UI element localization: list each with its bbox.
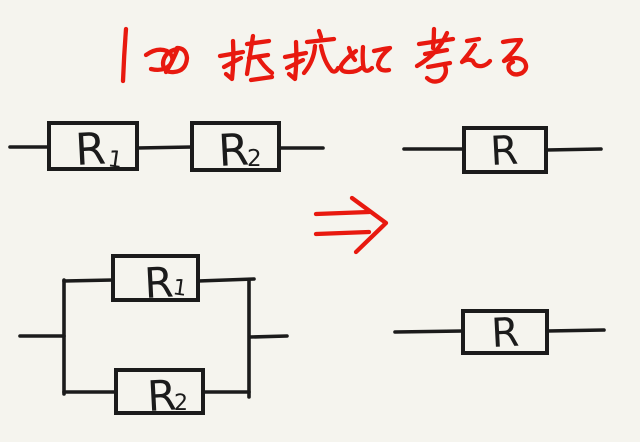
title-char-tei [217,33,275,83]
resistor-label-subscript: 1 [106,146,124,174]
title-handwriting [120,26,529,84]
title-char-shi [360,44,375,73]
resistor-label: R [217,124,250,177]
parallel-top-wire-right [196,277,256,283]
series-circuit: R 1 R 2 [8,121,325,177]
equivalent-top-wire-right [544,147,603,152]
parallel-resistor-box-1 [111,254,200,302]
resistor-label: R [489,128,519,175]
resistor-label: R [74,123,107,176]
title-char-ru [500,37,529,77]
resistor-label-subscript: 2 [247,146,262,172]
equivalent-bottom-wire-right [545,328,606,333]
equivalent-resistor-series: R [402,126,603,175]
title-char-no [160,45,190,75]
series-resistor-box-1 [47,121,139,171]
equivalent-bottom-wire-left [393,329,465,334]
title-char-1 [120,26,129,84]
title-char-te [371,45,393,73]
resistor-label: R [490,310,520,357]
title-char-to [338,45,364,75]
resistor-label-subscript: 2 [174,391,188,416]
title-char-kangae [414,26,456,84]
double-arrow-icon [313,195,389,255]
parallel-wire-right [248,334,289,339]
parallel-circuit: R 1 R 2 [18,254,289,421]
title-char-kou [282,28,341,82]
equivalent-resistor-parallel: R [393,309,606,357]
series-wire-middle [135,145,194,150]
title-char-e [459,36,493,69]
parallel-top-wire-left [62,278,115,283]
resistor-label-subscript: 1 [171,275,188,302]
resistor-label: R [146,371,178,421]
resistor-label: R [143,258,175,308]
